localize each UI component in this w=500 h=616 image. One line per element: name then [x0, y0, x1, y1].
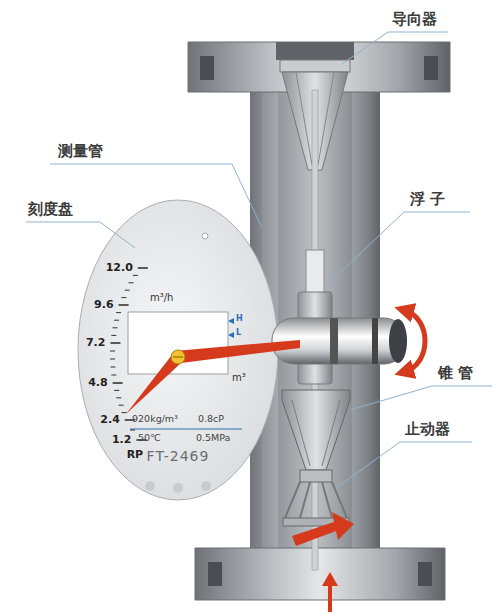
spec-text: 920kg/m³ [132, 413, 178, 424]
part-label: 测量管 [58, 142, 103, 160]
scale-tick [129, 282, 134, 283]
scale-tick [114, 390, 119, 391]
part-label: 浮 子 [410, 190, 445, 208]
scale-tick [110, 351, 115, 352]
scale-number: 2.4 [100, 413, 120, 426]
scale-number: 7.2 [86, 336, 106, 349]
scale-tick [130, 430, 135, 431]
scale-tick [113, 382, 123, 384]
scale-number: 1.2 [112, 433, 132, 446]
part-label: 止动器 [405, 420, 450, 438]
scale-unit: RP [127, 448, 144, 461]
scale-tick [138, 267, 148, 269]
unit-label: m³ [232, 372, 246, 384]
scale-tick [116, 397, 121, 398]
scale-tick [119, 405, 124, 406]
scale-tick [112, 327, 117, 328]
spec-text: 0.8cP [198, 413, 224, 424]
alarm-mark: L [236, 328, 241, 338]
scale-tick [114, 320, 119, 321]
spec-text: 0.5MPa [196, 432, 230, 443]
scale-tick [111, 335, 116, 336]
scale-tick [116, 312, 121, 313]
scale-tick [133, 275, 138, 276]
part-label: 刻度盘 [28, 200, 73, 218]
alarm-mark: H [236, 314, 243, 324]
scale-number: 9.6 [94, 298, 114, 311]
model-number: FT-2469 [147, 448, 210, 465]
scale-tick [122, 412, 127, 413]
part-label: 锥 管 [438, 364, 473, 382]
scale-tick [111, 375, 116, 376]
unit-label: m³/h [150, 292, 173, 304]
scale-tick [119, 304, 129, 306]
spec-text: 50℃ [138, 432, 161, 443]
scale-number: 4.8 [88, 376, 108, 389]
scale-tick [121, 297, 126, 298]
scale-tick [110, 367, 115, 368]
scale-tick [110, 342, 120, 344]
scale-number: 12.0 [106, 261, 133, 274]
scale-tick [125, 290, 130, 291]
scale-tick [110, 359, 115, 360]
part-label: 导向器 [392, 10, 437, 28]
